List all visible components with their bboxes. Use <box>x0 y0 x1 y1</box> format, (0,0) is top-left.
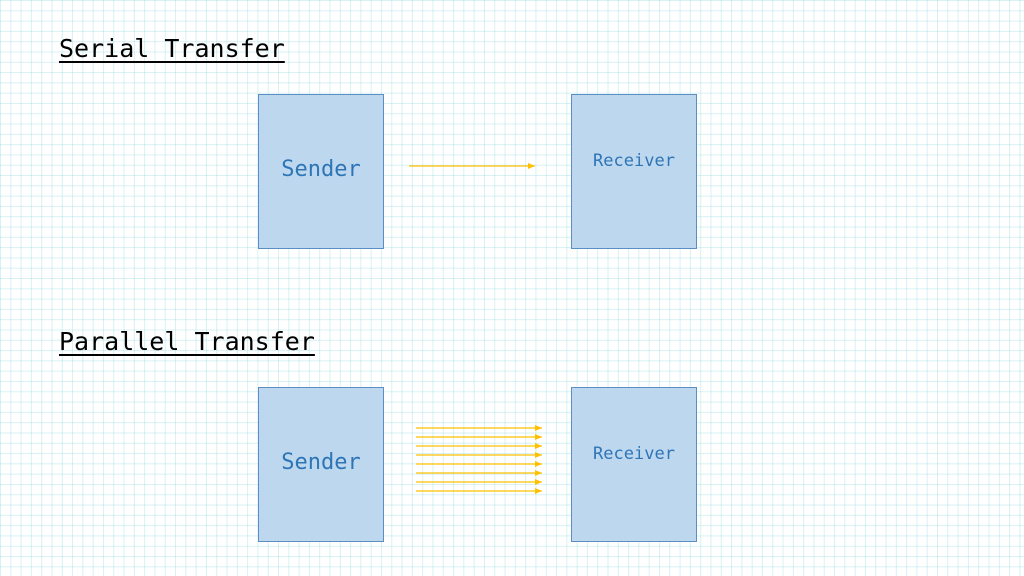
parallel-sender-box: Sender <box>258 387 384 542</box>
parallel-arrow-group <box>416 425 542 494</box>
serial-receiver-box: Receiver <box>571 94 697 249</box>
serial-sender-label: Sender <box>281 157 361 182</box>
parallel-receiver-label: Receiver <box>593 444 675 464</box>
parallel-receiver-box: Receiver <box>571 387 697 542</box>
serial-sender-box: Sender <box>258 94 384 249</box>
parallel-sender-label: Sender <box>281 450 361 475</box>
parallel-transfer-title: Parallel Transfer <box>59 327 315 356</box>
serial-transfer-title: Serial Transfer <box>59 34 285 63</box>
serial-receiver-label: Receiver <box>593 151 675 171</box>
